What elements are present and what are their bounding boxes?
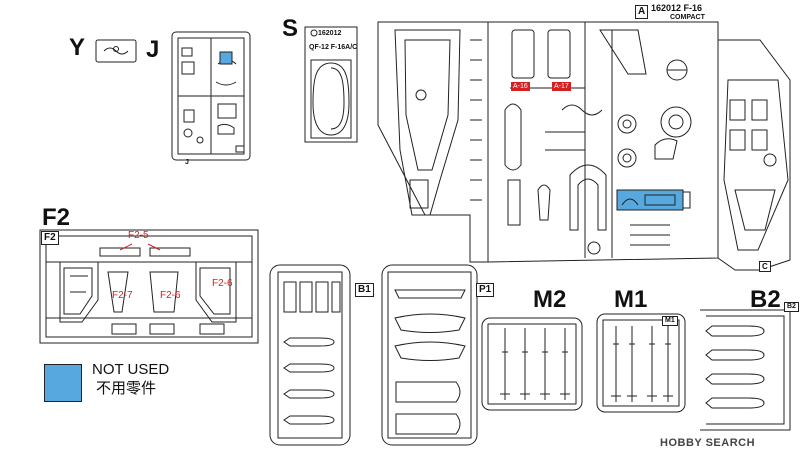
not-used-highlight-j xyxy=(219,51,233,65)
sprue-m2-frame xyxy=(481,317,583,411)
sprue-s-part-code: 162012 xyxy=(318,30,342,37)
sprue-s-frame xyxy=(304,26,358,143)
sprue-m1-frame xyxy=(596,313,686,413)
sprue-a-subtitle: COMPACT xyxy=(670,14,705,21)
sprue-p1-frame xyxy=(381,264,478,446)
sprue-y-frame xyxy=(95,39,137,63)
sprue-a-corner-tag: C xyxy=(759,261,771,272)
part-callout-a17: A-17 xyxy=(552,82,571,91)
sprue-f2-frame xyxy=(39,229,259,344)
sprue-j-frame xyxy=(171,31,251,161)
sprue-m1-tag: M1 xyxy=(662,316,678,326)
callout-f2-7: F2-7 xyxy=(112,290,133,301)
legend-text-zh: 不用零件 xyxy=(96,380,157,397)
sprue-b2-frame xyxy=(700,309,791,431)
watermark-logo: HOBBY SEARCH xyxy=(660,437,756,449)
callout-f2-5: F2-5 xyxy=(128,230,149,241)
part-callout-a16: A-16 xyxy=(511,82,530,91)
legend-text-en: NOT USED xyxy=(92,361,170,378)
sprue-label-b2: B2 xyxy=(750,286,781,313)
callout-f2-6-right: F2-6 xyxy=(212,278,233,289)
sprue-b1-tag: B1 xyxy=(355,283,374,297)
sprue-label-f2: F2 xyxy=(42,204,71,231)
sprue-b2-tag: B2 xyxy=(784,302,799,312)
sprue-label-j: J xyxy=(146,36,160,63)
callout-f2-6-left: F2-6 xyxy=(160,290,181,301)
sprue-label-m1: M1 xyxy=(614,286,648,313)
sprue-a-frame xyxy=(377,21,791,271)
sprue-s-part-desc: QF-12 F-16A/C xyxy=(309,44,358,51)
sprue-p1-tag: P1 xyxy=(476,283,495,297)
sprue-b1-frame xyxy=(269,264,351,446)
sprue-label-m2: M2 xyxy=(533,286,567,313)
callout-leader-lines xyxy=(119,243,161,251)
sprue-j-tag: J xyxy=(185,159,189,166)
legend-swatch xyxy=(44,364,82,402)
sprue-a-title: 162012 F-16 xyxy=(651,3,703,13)
sprue-a-tag: A xyxy=(635,5,649,19)
sprue-f2-tag: F2 xyxy=(41,231,59,245)
sprue-label-s: S xyxy=(282,15,299,42)
sprue-label-y: Y xyxy=(69,34,86,61)
